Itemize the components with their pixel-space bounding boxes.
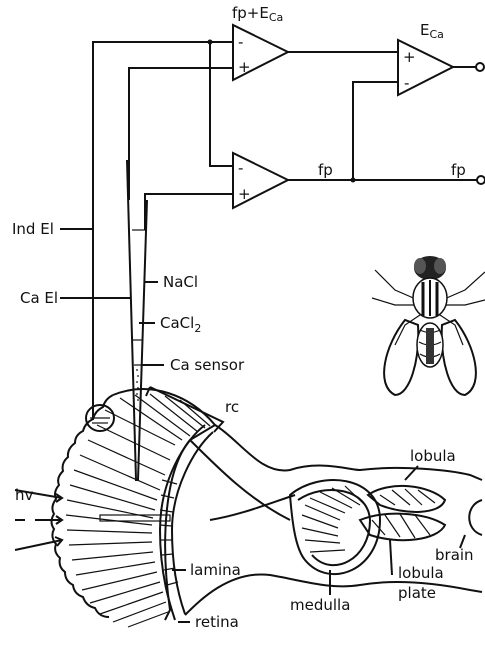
brain <box>469 500 482 535</box>
amp-bottom-minus: - <box>238 159 243 177</box>
amp-top-minus: - <box>238 33 243 51</box>
label-cacl2: CaCl2 <box>160 314 201 335</box>
label-ind-el: Ind El <box>12 220 54 238</box>
lobula-plate <box>360 514 445 541</box>
label-lobula: lobula <box>410 447 456 465</box>
label-ca-sensor: Ca sensor <box>170 356 245 374</box>
label-fp-middle: fp <box>318 161 333 179</box>
label-nacl: NaCl <box>163 273 198 291</box>
amp-top-plus: + <box>238 58 251 76</box>
amplifier-right: + - <box>398 40 453 95</box>
label-hv: hv <box>15 486 34 504</box>
amp-right-minus: - <box>404 74 409 92</box>
compound-eye <box>52 387 224 627</box>
lobula <box>368 486 445 512</box>
label-medulla: medulla <box>290 596 350 614</box>
medulla <box>290 480 380 574</box>
amplifier-top: - + <box>233 25 288 80</box>
label-lobula-line1: lobula <box>398 564 444 582</box>
labels: fp+ECa ECa fp fp Ind El Ca El NaCl CaCl2… <box>12 4 474 631</box>
amplifier-bottom: - + <box>233 153 288 208</box>
label-brain: brain <box>435 546 474 564</box>
amp-bottom-plus: + <box>238 185 251 203</box>
amp-right-plus: + <box>403 48 416 66</box>
optic-chiasm <box>190 440 290 520</box>
label-fp-output: fp <box>451 161 466 179</box>
fly-illustration <box>372 256 485 395</box>
label-rc: rc <box>225 398 239 416</box>
label-fp-plus-eca: fp+ECa <box>232 4 283 24</box>
label-lamina: lamina <box>190 561 241 579</box>
label-lobula-line2: plate <box>398 584 436 602</box>
label-ca-el: Ca El <box>20 289 58 307</box>
label-retina: retina <box>195 613 239 631</box>
label-eca: ECa <box>420 21 444 41</box>
